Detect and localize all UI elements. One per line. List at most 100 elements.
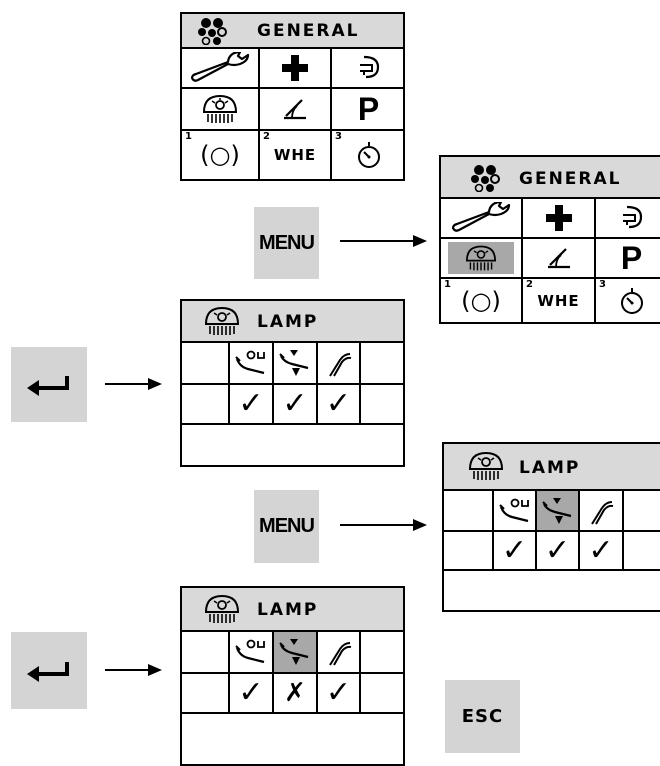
- wrench-icon: [190, 52, 250, 82]
- instrument-2-state[interactable]: ✓: [274, 385, 316, 423]
- cell-program-1-2[interactable]: 1 (○): [441, 279, 521, 322]
- instrument-3-cell[interactable]: [580, 491, 622, 530]
- cell-backrest-2[interactable]: [523, 239, 594, 277]
- cell-program-3-2[interactable]: 3: [596, 279, 660, 322]
- lamp-title-2: LAMP: [519, 458, 581, 478]
- handpiece-3-icon: [328, 642, 351, 666]
- program-2-number: 2: [263, 131, 270, 142]
- cell-settings[interactable]: [182, 49, 258, 87]
- handpiece-1-icon: [235, 639, 265, 664]
- instrument-1-state[interactable]: ✓: [230, 385, 272, 423]
- menu-key-2[interactable]: MENU: [254, 490, 319, 563]
- cell-program-2[interactable]: 2 WHE: [260, 131, 330, 179]
- arrow-enter-2-line: [105, 669, 149, 671]
- cross-icon: ✗: [284, 678, 306, 708]
- program-1-number: 1: [444, 279, 451, 290]
- program-2-number: 2: [526, 279, 533, 290]
- cell-backrest[interactable]: [260, 89, 330, 129]
- timer-icon: [620, 287, 643, 314]
- cell-cuspidor[interactable]: [332, 49, 405, 87]
- instrument-3-state[interactable]: ✓: [318, 385, 359, 423]
- check-icon: ✓: [282, 386, 308, 421]
- general-screen-initial: GENERAL: [180, 12, 405, 181]
- cell-program-1[interactable]: 1 (○): [182, 131, 258, 179]
- cell-lamp[interactable]: [182, 89, 258, 129]
- instrument-1-state[interactable]: ✓: [230, 674, 272, 712]
- general-header-2: GENERAL: [441, 157, 660, 199]
- park-label: P: [357, 90, 380, 127]
- chair-angle-icon: [284, 99, 306, 120]
- instrument-2-state[interactable]: ✓: [537, 532, 578, 569]
- cell-park-2[interactable]: P: [596, 239, 660, 277]
- lamp-icon: [204, 306, 240, 335]
- handpiece-2-icon: [279, 350, 309, 376]
- timer-icon: [357, 142, 380, 168]
- enter-icon: [27, 661, 69, 682]
- lamp-title: LAMP: [257, 312, 319, 332]
- program-3-number: 3: [335, 131, 342, 142]
- program-1-icon: (○): [461, 286, 501, 315]
- cell-medical-2[interactable]: [523, 199, 594, 237]
- handpiece-3-icon: [328, 353, 351, 377]
- handpiece-3-icon: [591, 500, 614, 525]
- flower-icon: [471, 165, 500, 192]
- general-title-2: GENERAL: [519, 169, 622, 189]
- instrument-3-state[interactable]: ✓: [318, 674, 359, 712]
- lamp-header: LAMP: [182, 301, 403, 343]
- program-1-number: 1: [185, 131, 192, 142]
- lamp-icon: [468, 451, 504, 480]
- menu-key-1[interactable]: MENU: [254, 207, 319, 279]
- cell-medical[interactable]: [260, 49, 330, 87]
- general-title: GENERAL: [257, 21, 360, 41]
- check-icon: ✓: [325, 386, 352, 421]
- general-header: GENERAL: [182, 14, 403, 49]
- check-icon: ✓: [588, 532, 614, 568]
- arrow-menu-1-head: [413, 235, 427, 247]
- handpiece-2-icon: [279, 639, 309, 665]
- cell-park[interactable]: P: [332, 89, 405, 129]
- cell-program-2-2[interactable]: 2 WHE: [523, 279, 594, 322]
- program-2-text: WHE: [537, 291, 580, 310]
- instrument-3-cell[interactable]: [318, 343, 359, 383]
- instrument-2-state[interactable]: ✗: [274, 674, 316, 712]
- instrument-3-cell[interactable]: [318, 632, 359, 672]
- arrow-enter-1-line: [105, 383, 149, 385]
- handpiece-1-icon: [235, 350, 265, 375]
- instrument-2-cell[interactable]: [274, 343, 316, 383]
- arrow-menu-1-line: [340, 240, 414, 242]
- enter-key-2[interactable]: [11, 632, 87, 709]
- enter-key-1[interactable]: [11, 347, 87, 422]
- menu-key-1-label: MENU: [259, 231, 315, 254]
- esc-key[interactable]: ESC: [445, 680, 520, 753]
- lamp-screen-instrument-disabled: LAMP ✓ ✗ ✓: [180, 586, 405, 766]
- check-icon: ✓: [325, 675, 352, 710]
- lamp-icon: [204, 594, 240, 623]
- instrument-2-cell-selected[interactable]: [274, 632, 316, 672]
- instrument-1-cell[interactable]: [230, 632, 272, 672]
- program-3-number: 3: [599, 279, 606, 290]
- check-icon: ✓: [501, 532, 528, 568]
- lamp-screen-instrument-selected: LAMP ✓ ✓ ✓: [442, 442, 660, 612]
- cell-program-3[interactable]: 3: [332, 131, 405, 179]
- lamp-selection-highlight: [448, 242, 514, 274]
- cuspidor-icon: [622, 205, 642, 229]
- cell-settings-2[interactable]: [441, 199, 521, 237]
- instrument-2-cell-selected[interactable]: [537, 491, 578, 530]
- arrow-menu-2-head: [413, 519, 427, 531]
- wrench-icon: [451, 202, 511, 232]
- instrument-1-state[interactable]: ✓: [494, 532, 535, 569]
- instrument-1-cell[interactable]: [494, 491, 535, 530]
- cell-cuspidor-2[interactable]: [596, 199, 660, 237]
- arrow-enter-2-head: [148, 664, 162, 676]
- chair-angle-icon: [547, 248, 570, 269]
- plus-icon: [545, 205, 572, 231]
- general-screen-lamp-selected: GENERAL: [439, 155, 660, 324]
- check-icon: ✓: [238, 386, 264, 421]
- program-2-text: WHE: [273, 146, 317, 164]
- park-label: P: [620, 239, 643, 276]
- instrument-1-cell[interactable]: [230, 343, 272, 383]
- handpiece-1-icon: [498, 498, 529, 522]
- lamp-screen-initial: LAMP ✓ ✓ ✓: [180, 299, 405, 467]
- cell-lamp-2-selected[interactable]: [441, 239, 521, 277]
- instrument-3-state[interactable]: ✓: [580, 532, 622, 569]
